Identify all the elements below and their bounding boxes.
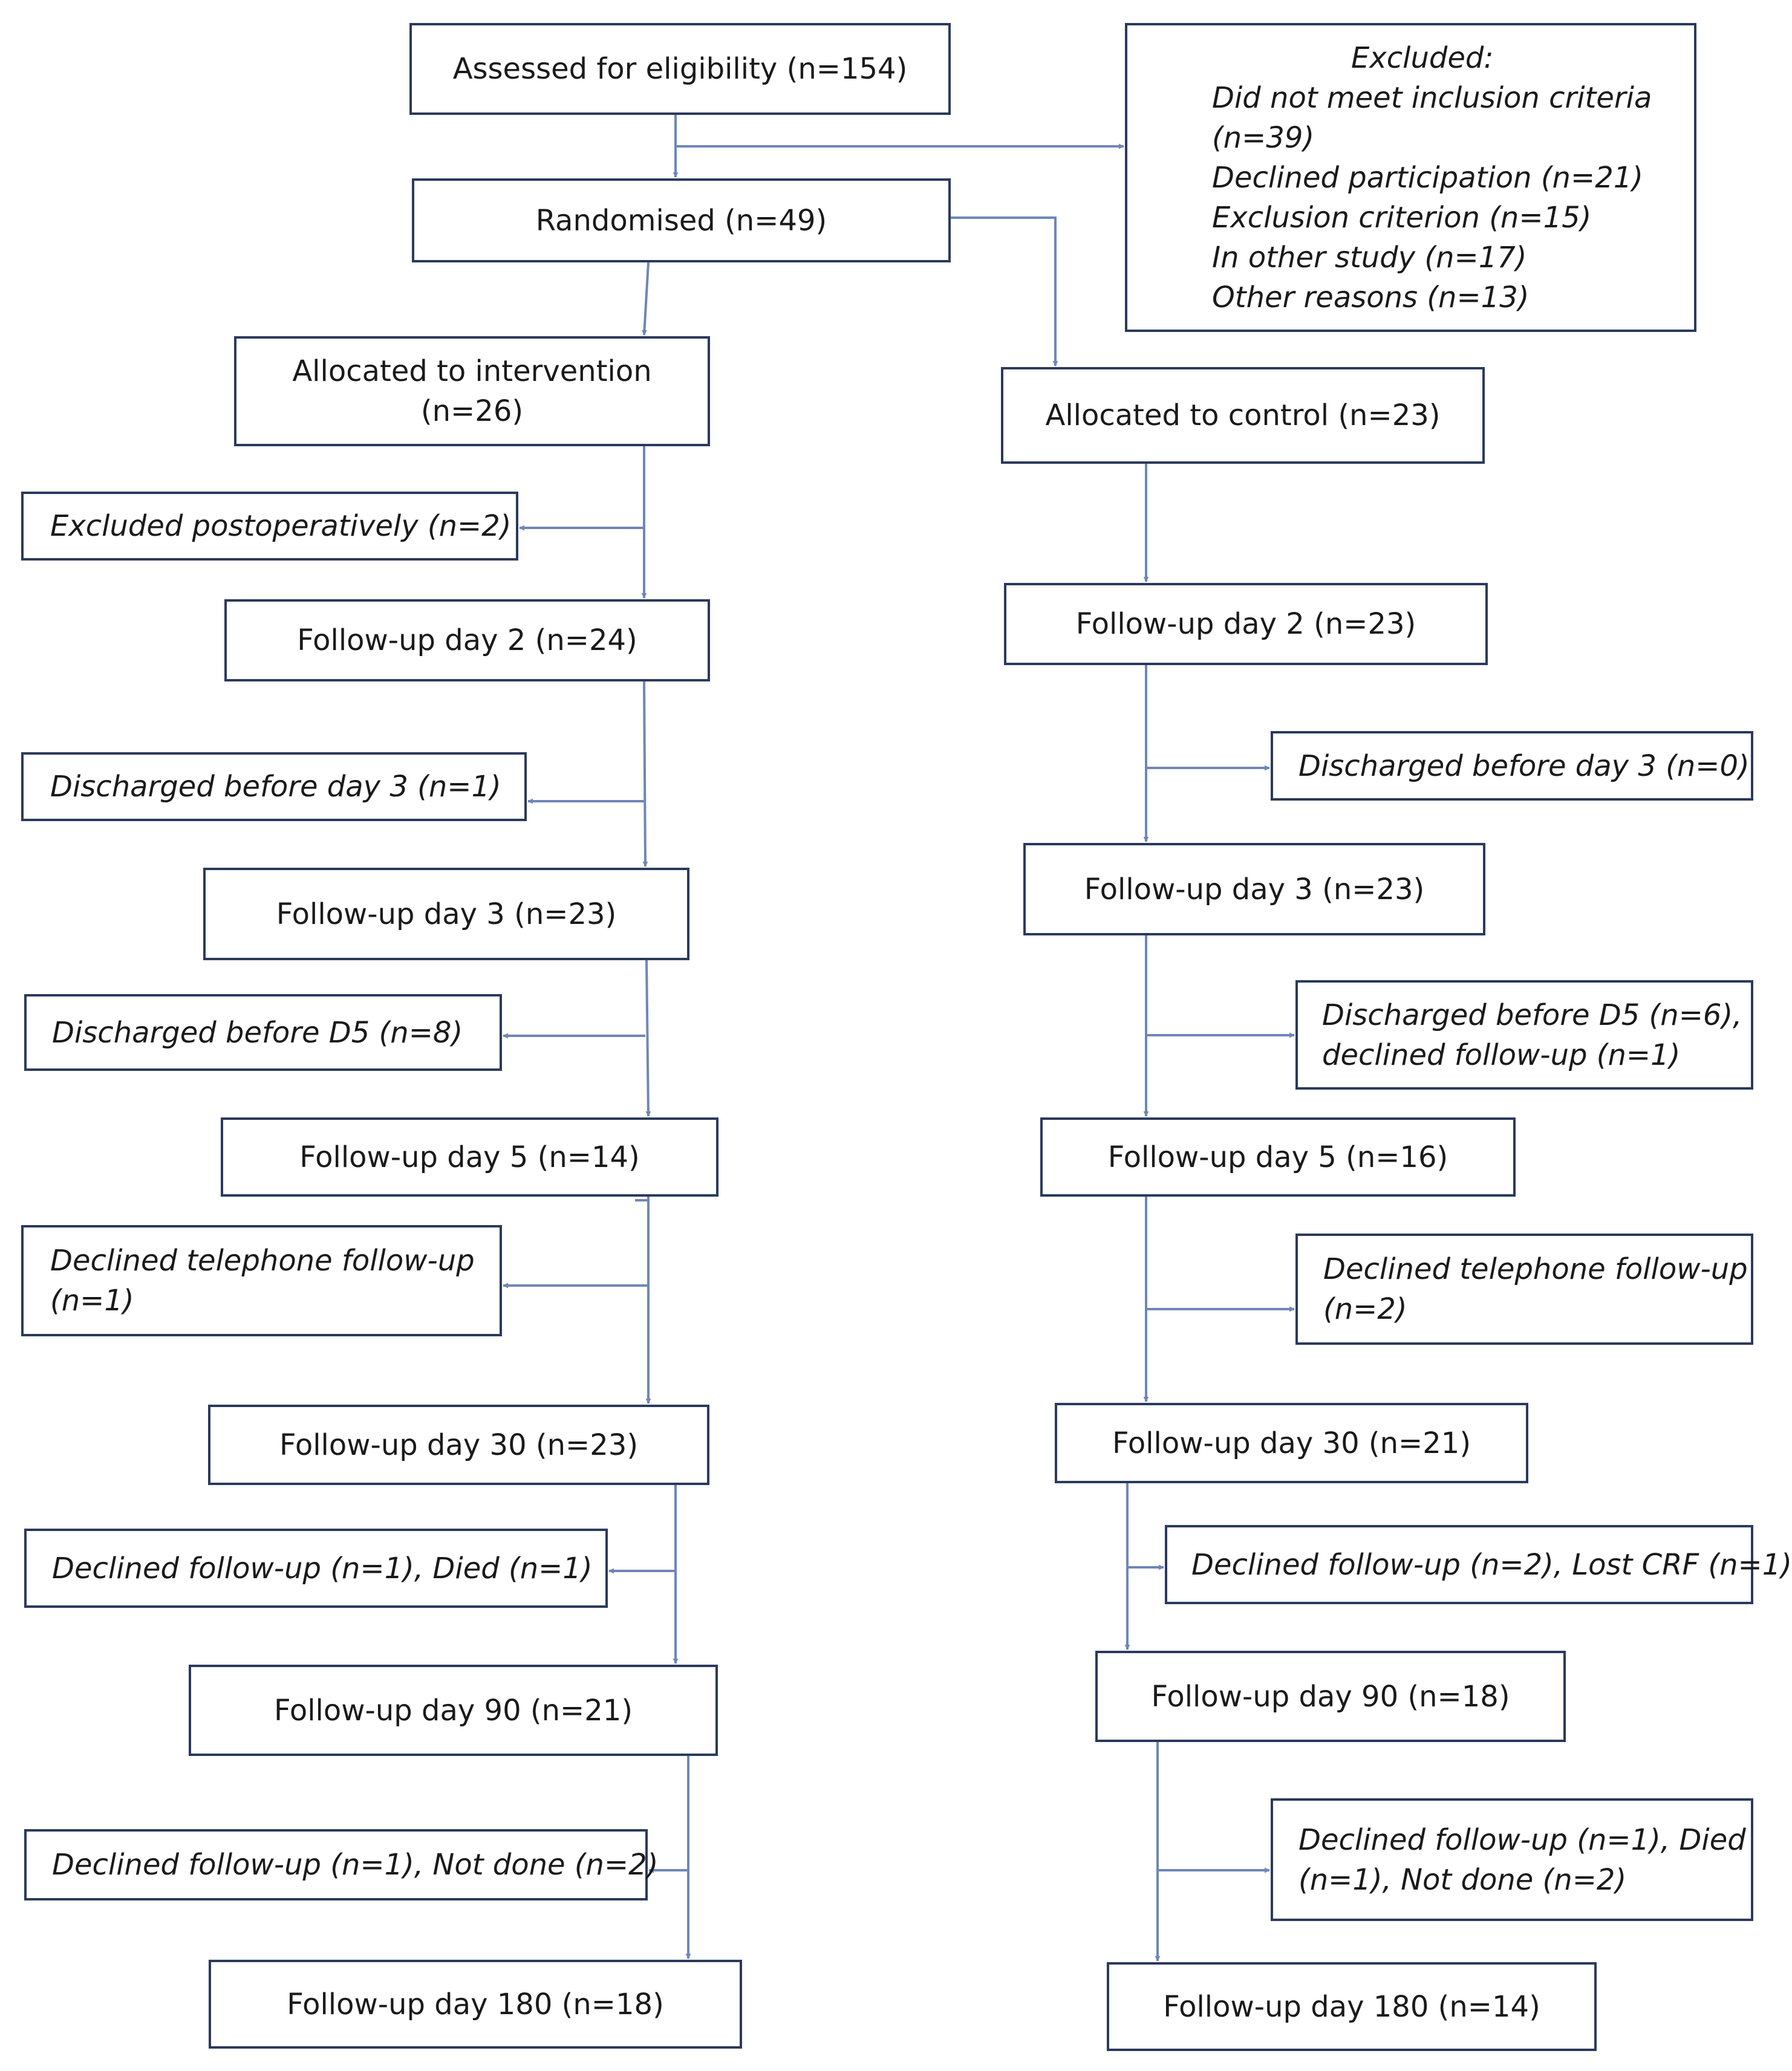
intervention-discharged-d5-text: Discharged before D5 (n=8): [52, 1015, 463, 1050]
control-fu-day3-text: Follow-up day 3 (n=23): [1084, 872, 1425, 906]
control-loss-30-90-text: Declined follow-up (n=2), Lost CRF (n=1): [1191, 1547, 1792, 1582]
intervention-allocated-box: Allocated to intervention (n=26): [234, 336, 710, 446]
control-discharged-d5-box: Discharged before D5 (n=6), declined fol…: [1295, 980, 1753, 1090]
control-discharged-day3-text: Discharged before day 3 (n=0): [1298, 749, 1750, 783]
control-declined-phone-line1: Declined telephone follow-up: [1323, 1252, 1748, 1286]
intervention-declined-phone-line2: (n=1): [50, 1284, 134, 1318]
rand-to-intervention-connector: [641, 262, 650, 336]
intervention-declined-phone-line1: Declined telephone follow-up: [50, 1244, 475, 1278]
control-loss-30-90-box: Declined follow-up (n=2), Lost CRF (n=1): [1165, 1525, 1792, 1604]
intervention-allocated-line1: Allocated to intervention: [292, 354, 652, 388]
control-fu-day180-text: Follow-up day 180 (n=14): [1163, 1989, 1540, 2024]
intervention-fu-day2-text: Follow-up day 2 (n=24): [297, 623, 637, 657]
control-fu-day90-box: Follow-up day 90 (n=18): [1095, 1651, 1566, 1742]
control-allocated-box: Allocated to control (n=23): [1001, 367, 1485, 464]
assessed-eligibility-box: Assessed for eligibility (n=154): [409, 23, 951, 115]
intervention-declined-phone-box: Declined telephone follow-up (n=1): [21, 1225, 502, 1336]
intervention-loss-30-90-text: Declined follow-up (n=1), Died (n=1): [52, 1551, 593, 1585]
excluded-declined-participation: Declined participation (n=21): [1212, 160, 1643, 195]
intervention-fu-day3-text: Follow-up day 3 (n=23): [276, 897, 617, 931]
intervention-discharged-d5-box: Discharged before D5 (n=8): [24, 994, 502, 1071]
intervention-fu-day90-text: Follow-up day 90 (n=21): [273, 1693, 633, 1728]
control-discharged-d5-line2: declined follow-up (n=1): [1322, 1038, 1681, 1072]
int-fu3-to-fu5-connector: [645, 960, 651, 1117]
excluded-inclusion-criteria: Did not meet inclusion criteria: [1212, 80, 1652, 115]
intervention-fu-day90-box: Follow-up day 90 (n=21): [189, 1665, 718, 1756]
excluded-inclusion-count: (n=39): [1212, 120, 1315, 155]
intervention-excluded-postop-text: Excluded postoperatively (n=2): [50, 509, 512, 543]
int-fu2-to-fu3-connector: [642, 681, 648, 867]
intervention-fu-day180-box: Follow-up day 180 (n=18): [209, 1960, 742, 2049]
intervention-allocated-line2: (n=26): [420, 394, 524, 428]
intervention-fu-day30-box: Follow-up day 30 (n=23): [208, 1405, 709, 1485]
rand-to-control-connector: [951, 216, 1058, 366]
intervention-loss-90-180-text: Declined follow-up (n=1), Not done (n=2): [52, 1848, 659, 1882]
control-discharged-d5-line1: Discharged before D5 (n=6),: [1322, 998, 1742, 1032]
control-fu-day5-text: Follow-up day 5 (n=16): [1107, 1140, 1448, 1174]
control-fu-day5-box: Follow-up day 5 (n=16): [1040, 1117, 1516, 1197]
randomised-box: Randomised (n=49): [412, 178, 951, 262]
excluded-other-study: In other study (n=17): [1212, 240, 1527, 275]
excluded-title: Excluded:: [1351, 41, 1494, 75]
control-fu-day2-text: Follow-up day 2 (n=23): [1075, 607, 1416, 641]
intervention-excluded-postop-box: Excluded postoperatively (n=2): [21, 492, 518, 561]
control-fu-day2-box: Follow-up day 2 (n=23): [1004, 583, 1488, 665]
control-discharged-day3-box: Discharged before day 3 (n=0): [1271, 731, 1753, 801]
control-fu-day90-text: Follow-up day 90 (n=18): [1151, 1679, 1510, 1714]
control-loss-90-180-line1: Declined follow-up (n=1), Died: [1298, 1822, 1746, 1857]
randomised-text: Randomised (n=49): [535, 203, 827, 238]
excluded-exclusion-criterion: Exclusion criterion (n=15): [1212, 200, 1592, 235]
intervention-fu-day5-text: Follow-up day 5 (n=14): [299, 1140, 640, 1174]
control-loss-90-180-box: Declined follow-up (n=1), Died (n=1), No…: [1271, 1798, 1753, 1921]
intervention-fu-day30-text: Follow-up day 30 (n=23): [279, 1428, 639, 1462]
control-fu-day30-text: Follow-up day 30 (n=21): [1112, 1426, 1471, 1460]
intervention-fu-day3-box: Follow-up day 3 (n=23): [203, 868, 689, 960]
excluded-other-reasons: Other reasons (n=13): [1212, 280, 1530, 314]
control-allocated-text: Allocated to control (n=23): [1045, 398, 1441, 432]
intervention-loss-30-90-box: Declined follow-up (n=1), Died (n=1): [24, 1529, 608, 1608]
intervention-fu-day5-box: Follow-up day 5 (n=14): [221, 1117, 718, 1197]
control-fu-day30-box: Follow-up day 30 (n=21): [1055, 1403, 1528, 1483]
control-fu-day3-box: Follow-up day 3 (n=23): [1023, 843, 1485, 935]
control-loss-90-180-line2: (n=1), Not done (n=2): [1298, 1862, 1627, 1897]
control-fu-day180-box: Follow-up day 180 (n=14): [1107, 1962, 1597, 2051]
intervention-fu-day180-text: Follow-up day 180 (n=18): [287, 1987, 664, 2021]
intervention-fu-day2-box: Follow-up day 2 (n=24): [224, 599, 710, 681]
intervention-discharged-day3-box: Discharged before day 3 (n=1): [21, 752, 527, 821]
excluded-box: Excluded: Did not meet inclusion criteri…: [1125, 23, 1696, 332]
control-declined-phone-line2: (n=2): [1323, 1292, 1407, 1326]
intervention-loss-90-180-box: Declined follow-up (n=1), Not done (n=2): [24, 1829, 658, 1900]
control-declined-phone-box: Declined telephone follow-up (n=2): [1295, 1234, 1753, 1345]
intervention-discharged-day3-text: Discharged before day 3 (n=1): [50, 770, 501, 804]
assessed-eligibility-text: Assessed for eligibility (n=154): [452, 52, 908, 86]
